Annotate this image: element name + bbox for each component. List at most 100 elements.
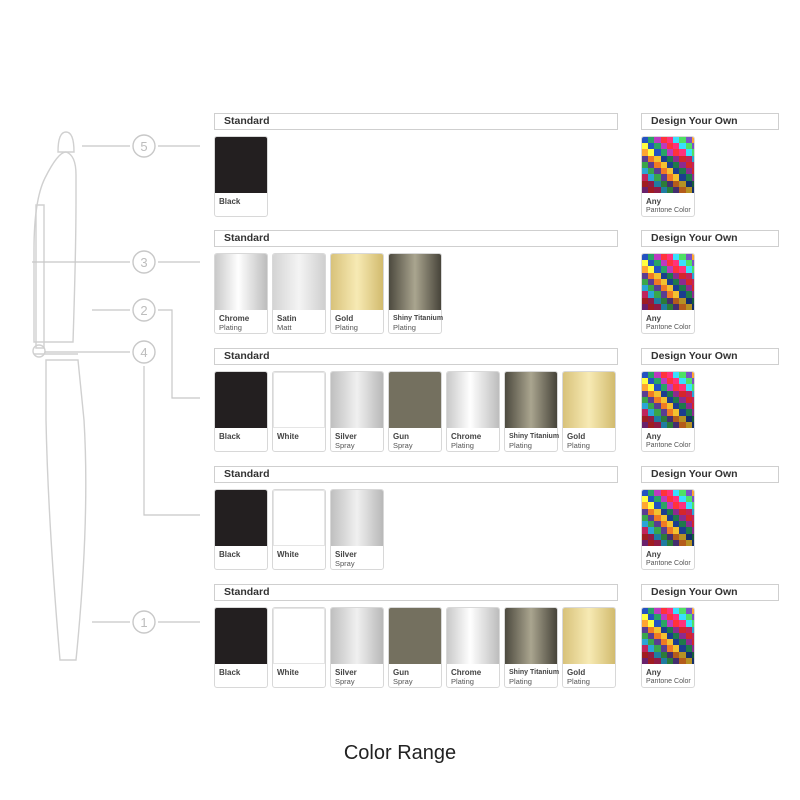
- pantone-chip: [642, 254, 694, 310]
- swatch-sublabel: Spray: [335, 441, 355, 450]
- pantone-chip: [642, 137, 694, 193]
- swatch-card: White: [272, 371, 326, 452]
- pantone-chip: [642, 490, 694, 546]
- swatch-chip: [505, 608, 557, 664]
- swatch-chip: [273, 254, 325, 310]
- swatch-label: Black: [219, 197, 241, 206]
- pen-body: [32, 131, 87, 661]
- swatch-sublabel: Plating: [509, 677, 532, 686]
- swatch-sublabel: Spray: [393, 677, 413, 686]
- swatch-label: Gun: [393, 432, 409, 441]
- swatch-chip: [215, 608, 267, 664]
- swatch-card: Black: [214, 136, 268, 217]
- swatch-sublabel: Plating: [335, 323, 358, 332]
- swatch-card: Black: [214, 371, 268, 452]
- swatch-label: White: [277, 550, 299, 559]
- design-your-own-header: Design Your Own: [641, 230, 779, 247]
- callout-number-5: 5: [140, 139, 147, 154]
- design-your-own-header: Design Your Own: [641, 466, 779, 483]
- section-header: Standard: [214, 113, 618, 130]
- swatch-chip: [389, 372, 441, 428]
- pantone-label: Any: [646, 550, 662, 559]
- swatch-label: Gold: [567, 668, 586, 677]
- callout-circle-1: [132, 610, 156, 634]
- callout-number-2: 2: [140, 303, 147, 318]
- swatch-label: Shiny Titanium: [509, 669, 560, 676]
- swatch-label: Silver: [335, 668, 357, 677]
- swatch-label: White: [277, 432, 299, 441]
- swatch-sublabel: Spray: [393, 441, 413, 450]
- swatch-sublabel: Spray: [335, 559, 355, 568]
- swatch-card: Black: [214, 607, 268, 688]
- swatch-sublabel: Spray: [335, 677, 355, 686]
- callout-line-4b: [143, 366, 200, 516]
- swatch-label: Gold: [335, 314, 354, 323]
- swatch-label: Silver: [335, 432, 357, 441]
- swatch-chip: [215, 254, 267, 310]
- callouts: [32, 145, 200, 623]
- callout-circle-3: [132, 250, 156, 274]
- swatch-sublabel: Plating: [509, 441, 532, 450]
- callout-circle-4: [132, 340, 156, 364]
- swatch-chip: [215, 137, 267, 193]
- pantone-chip: [642, 372, 694, 428]
- swatch-sublabel: Plating: [567, 677, 590, 686]
- swatch-chip: [563, 608, 615, 664]
- design-your-own-header: Design Your Own: [641, 348, 779, 365]
- pantone-label: Any: [646, 668, 662, 677]
- swatch-chip: [331, 490, 383, 546]
- callout-number-4: 4: [140, 345, 147, 360]
- pantone-sublabel: Pantone Color: [646, 560, 691, 567]
- swatch-card: White: [272, 607, 326, 688]
- callout-line-2b: [158, 309, 200, 399]
- callout-number-1: 1: [140, 615, 147, 630]
- swatch-sublabel: Plating: [393, 323, 416, 332]
- swatch-label: Black: [219, 432, 241, 441]
- callout-circle-5: [132, 134, 156, 158]
- design-your-own-header: Design Your Own: [641, 113, 779, 130]
- section-header: Standard: [214, 230, 618, 247]
- swatch-chip: [447, 608, 499, 664]
- swatch-label: Shiny Titanium: [393, 315, 444, 322]
- swatch-chip: [447, 372, 499, 428]
- swatch-chip: [563, 372, 615, 428]
- section-header: Standard: [214, 348, 618, 365]
- swatch-sublabel: Plating: [567, 441, 590, 450]
- swatch-label: Gold: [567, 432, 586, 441]
- swatch-chip: [215, 372, 267, 428]
- swatch-chip: [505, 372, 557, 428]
- section-header: Standard: [214, 584, 618, 601]
- swatch-label: Gun: [393, 668, 409, 677]
- swatch-label: Chrome: [451, 432, 482, 441]
- swatch-label: Black: [219, 550, 241, 559]
- swatch-card: White: [272, 489, 326, 570]
- swatch-label: White: [277, 668, 299, 677]
